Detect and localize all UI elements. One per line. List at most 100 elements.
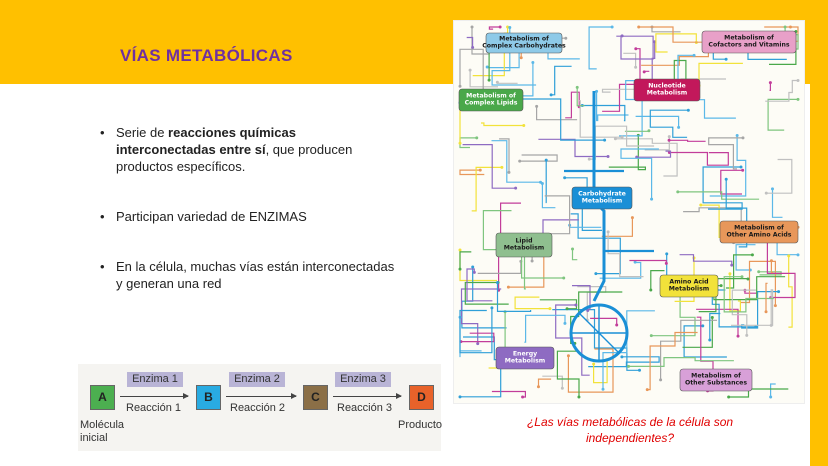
pathway-node xyxy=(544,158,548,162)
pathway-node xyxy=(613,137,617,141)
pathway-node xyxy=(739,165,743,169)
pathway-line xyxy=(466,36,474,48)
main-pathway-branch xyxy=(564,169,654,253)
start-molecule-label: Molécula inicial xyxy=(80,419,124,445)
pathway-node xyxy=(645,388,649,392)
pathway-node xyxy=(788,25,792,29)
bullet-text: , que producen productos específicos. xyxy=(116,142,353,174)
pathway-line xyxy=(481,122,524,127)
pathway-node xyxy=(665,252,669,256)
pathway-line xyxy=(567,348,614,393)
pathway-node xyxy=(649,288,653,292)
pathway-line xyxy=(607,231,644,278)
caption-line: independientes? xyxy=(585,431,675,445)
pathway-line xyxy=(579,100,623,138)
slide-title: VÍAS METABÓLICAS xyxy=(120,46,293,65)
pathway-node xyxy=(458,84,462,88)
pathway-node xyxy=(468,68,472,72)
pathway-line xyxy=(702,166,743,210)
pathway-node xyxy=(746,277,750,281)
pathway-node xyxy=(471,265,475,269)
pathway-node xyxy=(768,81,772,85)
bullet-bold-text: reacciones químicas interconectadas entr… xyxy=(116,125,296,157)
pathway-node xyxy=(519,56,523,60)
pathway-node xyxy=(539,180,543,184)
pathway-line xyxy=(769,82,771,91)
map-label-text: Lipid xyxy=(515,238,532,245)
pathway-line xyxy=(460,288,502,344)
pathway-node xyxy=(627,364,631,368)
pathway-line xyxy=(682,317,713,348)
pathway-node xyxy=(701,324,705,328)
pathway-node xyxy=(769,395,773,399)
pathway-node xyxy=(587,157,591,161)
map-label-text: Metabolism xyxy=(647,90,688,97)
pathway-node xyxy=(592,362,596,366)
molecule-a-box: A xyxy=(90,385,115,410)
pathway-node xyxy=(586,308,590,312)
pathway-line xyxy=(601,88,643,93)
pathway-line xyxy=(651,27,681,33)
pathway-node xyxy=(521,395,525,399)
pathway-node xyxy=(458,141,462,145)
pathway-node xyxy=(487,78,491,82)
molecule-b-box: B xyxy=(196,385,221,410)
pathway-line xyxy=(669,151,729,166)
pathway-line xyxy=(623,52,637,68)
pathway-line xyxy=(466,268,493,302)
bullet-text: Participan variedad de ENZIMAS xyxy=(116,209,307,224)
pathway-node xyxy=(571,247,575,251)
pathway-node xyxy=(476,342,480,346)
pathway-line xyxy=(679,254,733,266)
pathway-node xyxy=(638,368,642,372)
pathway-line xyxy=(624,130,650,132)
pathway-line xyxy=(569,225,602,228)
pathway-node xyxy=(565,307,569,311)
pathway-line xyxy=(729,273,741,312)
map-label-text: Other Amino Acids xyxy=(727,232,792,239)
main-pathway-trunk xyxy=(592,91,606,302)
pathway-node xyxy=(564,36,568,40)
pathway-line xyxy=(459,307,493,354)
pathway-line xyxy=(725,179,748,248)
pathway-node xyxy=(699,203,703,207)
pathway-line xyxy=(459,251,472,270)
pathway-line xyxy=(459,137,477,149)
pathway-line xyxy=(728,388,789,398)
pathway-line xyxy=(767,98,798,131)
pathway-line xyxy=(788,255,793,328)
pathway-line xyxy=(545,160,547,204)
bullet-list: Serie de reacciones químicas interconect… xyxy=(98,124,398,325)
pathway-line xyxy=(537,378,552,387)
pathway-line xyxy=(461,267,507,329)
pathway-node xyxy=(470,25,474,29)
pathway-line xyxy=(570,291,623,344)
pathway-node xyxy=(667,138,671,142)
pathway-node xyxy=(458,248,462,252)
pathway-node xyxy=(637,25,641,29)
pathway-node xyxy=(796,253,800,257)
pathway-line xyxy=(596,91,629,122)
pathway-node xyxy=(728,272,732,276)
pathway-line xyxy=(459,169,485,176)
pathway-line xyxy=(771,188,783,218)
pathway-node xyxy=(495,281,499,285)
pathway-line xyxy=(464,281,509,305)
pathway-node xyxy=(647,129,651,133)
pathway-node xyxy=(560,386,564,390)
pathway-node xyxy=(610,25,614,29)
map-label-text: Energy xyxy=(513,351,537,358)
pathway-line xyxy=(462,144,516,189)
pathway-line xyxy=(708,137,743,170)
pathway-node xyxy=(676,190,680,194)
map-label-text: Amino Acid xyxy=(669,279,708,286)
bullet-text: Serie de xyxy=(116,125,169,140)
pathway-node xyxy=(764,191,768,195)
pathway-node xyxy=(750,253,754,257)
pathway-line xyxy=(471,166,502,212)
